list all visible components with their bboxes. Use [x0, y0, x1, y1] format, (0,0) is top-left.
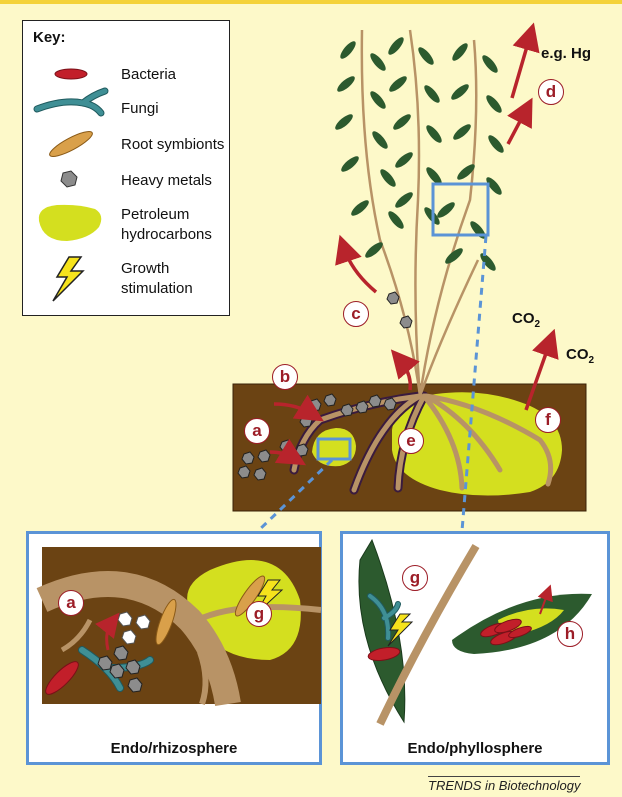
mercury-label: e.g. Hg	[541, 45, 591, 62]
co2-label-2: CO2	[566, 346, 594, 363]
marker-e: e	[398, 428, 424, 454]
marker-g-detail-left: g	[246, 601, 272, 627]
marker-a-detail: a	[58, 590, 84, 616]
marker-g-detail-right: g	[402, 565, 428, 591]
marker-h: h	[557, 621, 583, 647]
marker-d: d	[538, 79, 564, 105]
rhizosphere-title: Endo/rhizosphere	[29, 740, 319, 757]
footer-credit: TRENDS in Biotechnology	[428, 776, 580, 793]
phyllosphere-title: Endo/phyllosphere	[343, 740, 607, 757]
plant-stems	[362, 30, 478, 396]
marker-b: b	[272, 364, 298, 390]
marker-a: a	[244, 418, 270, 444]
marker-c: c	[343, 301, 369, 327]
co2-label-1: CO2	[512, 310, 540, 327]
phyllosphere-panel: Endo/phyllosphere	[340, 531, 610, 765]
marker-f: f	[535, 407, 561, 433]
rhizosphere-panel: Endo/rhizosphere	[26, 531, 322, 765]
